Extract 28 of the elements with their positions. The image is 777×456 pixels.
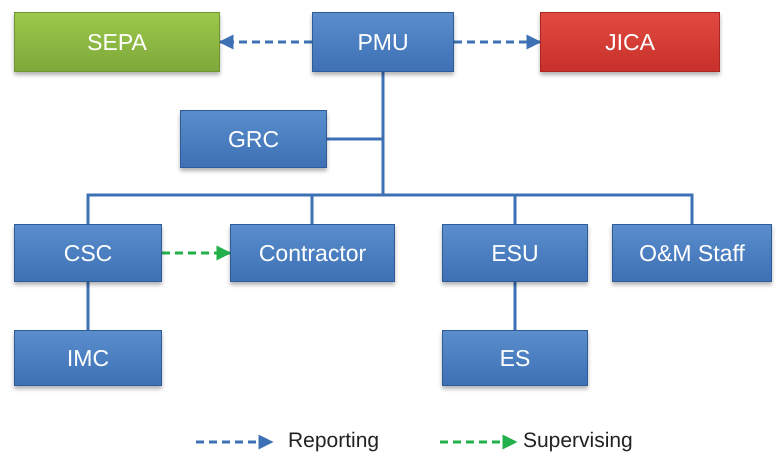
box-label: JICA [605,28,655,56]
unit-box [612,224,772,282]
box-label: O&M Staff [639,240,745,266]
unit-box [180,110,327,168]
box-label: GRC [228,126,280,152]
unit-box [442,224,588,282]
box-label: CSC [64,240,112,266]
box-label: ES [500,344,530,372]
arrow [454,34,542,50]
legend-label: Reporting [288,429,380,453]
box-label: ESU [491,240,539,266]
legend-label: Supervising [523,429,633,453]
box-label: IMC [66,344,110,372]
box-label: Contractor [258,240,366,266]
arrow [162,246,232,260]
connector-line [514,282,516,330]
unit-box [14,330,162,386]
arrow [218,34,312,50]
box-label: PMU [357,28,409,56]
unit-box [230,224,395,282]
unit-box [14,12,220,72]
connector-line [382,72,694,224]
unit-box [442,330,588,386]
unit-box [540,12,720,72]
unit-box [14,224,162,282]
box-label: SEPA [87,28,147,56]
unit-box [312,12,454,72]
connector-line [86,282,90,330]
